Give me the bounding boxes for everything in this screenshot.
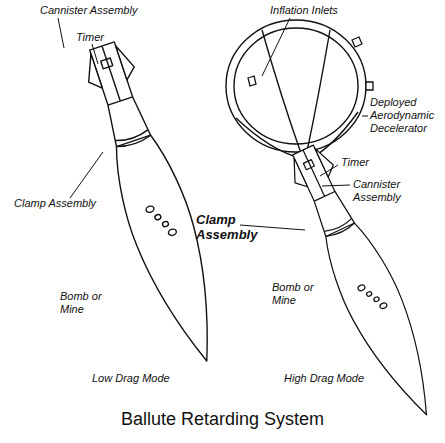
- part-label: Inflation Inlets: [270, 4, 338, 17]
- part-label: Deployed Aerodynamic Decelerator: [370, 96, 442, 135]
- part-label: Timer: [76, 31, 104, 44]
- part-label: Low Drag Mode: [92, 372, 170, 385]
- part-label: Clamp Assembly: [196, 212, 244, 242]
- part-label: Bomb or Mine: [60, 290, 104, 316]
- part-label: Timer: [341, 156, 369, 169]
- caption: Ballute Retarding System: [121, 409, 324, 430]
- part-label: High Drag Mode: [284, 372, 364, 385]
- part-label: Bomb or Mine: [272, 281, 316, 307]
- part-label: Clamp Assembly: [14, 197, 96, 210]
- part-label: Cannister Assembly: [353, 178, 415, 204]
- part-label: Cannister Assembly: [40, 4, 137, 17]
